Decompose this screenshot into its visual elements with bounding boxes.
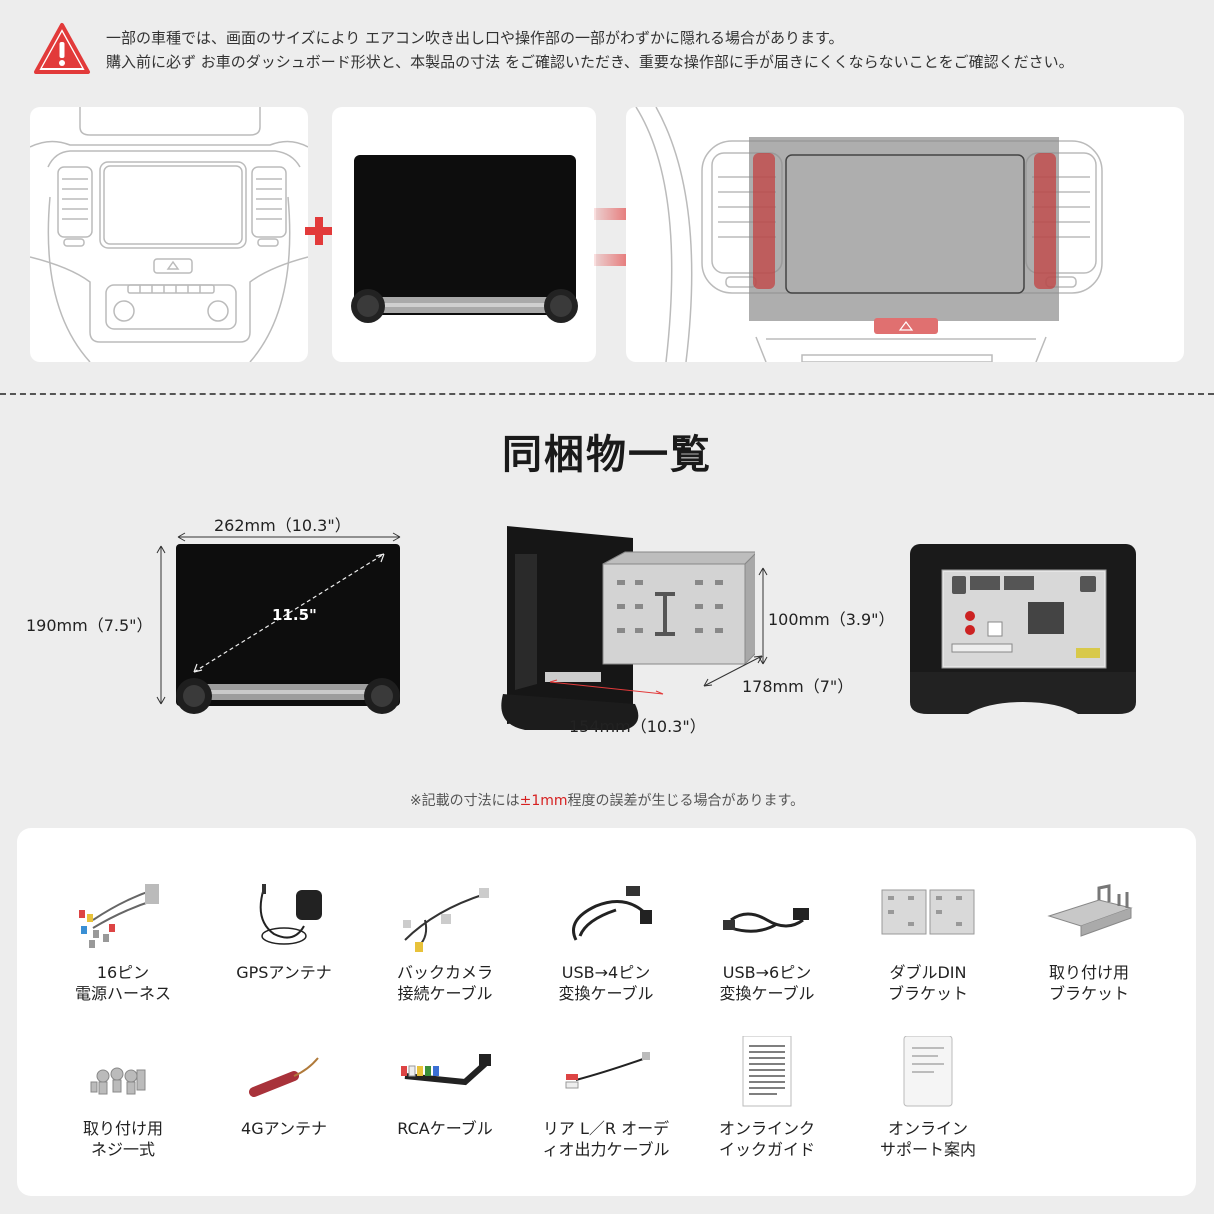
mount-bracket-icon bbox=[1047, 884, 1133, 937]
camera-cable-icon bbox=[403, 888, 489, 952]
item-rear-audio-cable: リア L／R オーディオ出力ケーブル bbox=[531, 1036, 681, 1160]
dim-diagonal-label: 11.5" bbox=[272, 606, 317, 624]
screw-set-icon bbox=[90, 1067, 146, 1095]
item-label: 4Gアンテナ bbox=[241, 1119, 327, 1138]
support-guide-icon bbox=[903, 1036, 953, 1107]
dashboard-panel bbox=[30, 107, 308, 362]
dim-frame-width-label: 154mm（10.3"） bbox=[569, 717, 706, 736]
device-illustration bbox=[351, 155, 578, 323]
warning-text: 一部の車種では、画面のサイズにより エアコン吹き出し口や操作部の一部がわずかに隠… bbox=[106, 26, 1074, 74]
plus-icon bbox=[305, 217, 333, 245]
dim-height-label: 190mm（7.5"） bbox=[26, 616, 153, 635]
device-side-image bbox=[501, 526, 755, 730]
dim-frame-height-label: 100mm（3.9"） bbox=[768, 610, 895, 629]
package-contents-panel: 16ピン電源ハーネス GPSアンテナ バックカメラ接続ケーブル USB→4ピン bbox=[17, 828, 1196, 1196]
note-prefix: ※記載の寸法には bbox=[409, 793, 520, 809]
item-label: USB→4ピン変換ケーブル bbox=[558, 963, 654, 1003]
item-label: オンラインクイックガイド bbox=[718, 1119, 815, 1159]
item-label: オンラインサポート案内 bbox=[879, 1119, 976, 1159]
item-label: 16ピン電源ハーネス bbox=[74, 963, 171, 1003]
installed-panel bbox=[626, 107, 1184, 362]
item-label: 取り付け用ネジ一式 bbox=[82, 1119, 163, 1159]
item-gps-antenna: GPSアンテナ bbox=[209, 880, 359, 983]
dim-width-label: 262mm（10.3"） bbox=[214, 516, 351, 535]
rear-audio-cable-icon bbox=[565, 1052, 650, 1089]
dim-width-arrow bbox=[177, 532, 401, 542]
item-quick-guide: オンラインクイックガイド bbox=[692, 1036, 842, 1160]
device-back-image bbox=[910, 544, 1136, 714]
item-label: 取り付け用ブラケット bbox=[1048, 963, 1129, 1003]
item-4g-antenna: 4Gアンテナ bbox=[209, 1036, 359, 1139]
section-title: 同梱物一覧 bbox=[502, 432, 712, 478]
tolerance-note: ※記載の寸法には±1mm程度の誤差が生じる場合があります。 bbox=[0, 790, 1214, 810]
power-harness-icon bbox=[79, 884, 159, 948]
item-label: GPSアンテナ bbox=[236, 963, 332, 982]
item-label: RCAケーブル bbox=[397, 1119, 493, 1138]
item-rca-cable: RCAケーブル bbox=[370, 1036, 520, 1139]
note-highlight: ±1mm bbox=[519, 793, 568, 809]
note-suffix: 程度の誤差が生じる場合があります。 bbox=[567, 793, 805, 809]
item-label: USB→6ピン変換ケーブル bbox=[719, 963, 815, 1003]
rca-cable-icon bbox=[401, 1054, 491, 1086]
item-usb-6pin-cable: USB→6ピン変換ケーブル bbox=[692, 880, 842, 1004]
item-camera-cable: バックカメラ接続ケーブル bbox=[370, 880, 520, 1004]
item-mount-bracket: 取り付け用ブラケット bbox=[1014, 880, 1164, 1004]
double-din-bracket-icon bbox=[881, 889, 975, 935]
item-label: リア L／R オーディオ出力ケーブル bbox=[542, 1119, 670, 1159]
4g-antenna-icon bbox=[249, 1057, 319, 1097]
section-divider bbox=[0, 393, 1214, 395]
warning-triangle-icon bbox=[34, 23, 90, 74]
usb-4pin-cable-icon bbox=[572, 886, 652, 941]
quick-guide-icon bbox=[742, 1036, 792, 1107]
dim-frame-depth-arrow bbox=[703, 655, 763, 687]
dim-frame-height-arrow bbox=[758, 567, 768, 665]
item-screw-set: 取り付け用ネジ一式 bbox=[48, 1036, 198, 1160]
dashboard-illustration bbox=[30, 107, 308, 362]
item-usb-4pin-cable: USB→4ピン変換ケーブル bbox=[531, 880, 681, 1004]
item-power-harness: 16ピン電源ハーネス bbox=[48, 880, 198, 1004]
screen-front-image bbox=[176, 544, 400, 714]
dim-frame-depth-label: 178mm（7"） bbox=[742, 677, 854, 696]
warning-line-1: 一部の車種では、画面のサイズにより エアコン吹き出し口や操作部の一部がわずかに隠… bbox=[106, 29, 844, 47]
warning-line-2: 購入前に必ず お車のダッシュボード形状と、本製品の寸法 をご確認いただき、重要な… bbox=[106, 53, 1074, 71]
dim-height-arrow bbox=[156, 545, 166, 705]
device-panel bbox=[332, 107, 596, 362]
usb-6pin-cable-icon bbox=[723, 908, 809, 933]
item-label: バックカメラ接続ケーブル bbox=[396, 963, 493, 1003]
item-support-guide: オンラインサポート案内 bbox=[853, 1036, 1003, 1160]
installed-illustration bbox=[635, 107, 1103, 362]
gps-antenna-icon bbox=[259, 884, 322, 945]
